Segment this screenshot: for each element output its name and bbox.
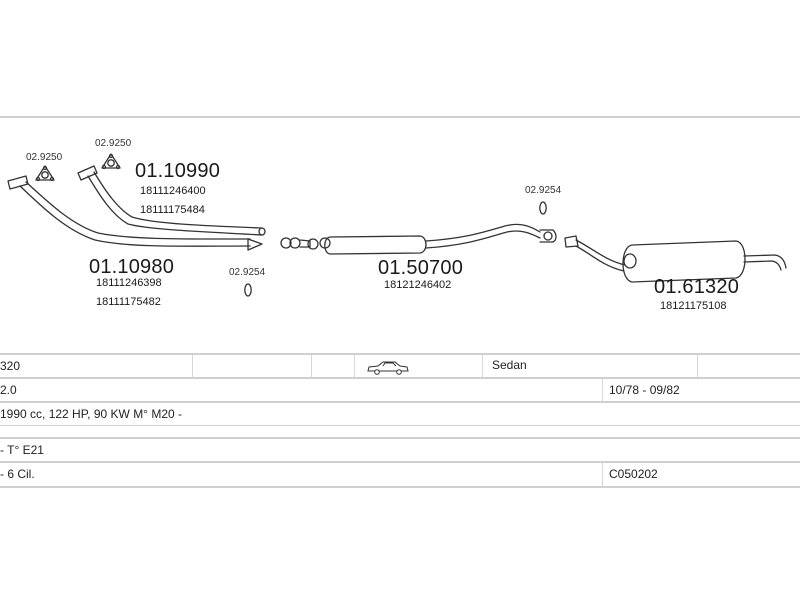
rear-silencer-ref1: 18121175108 [660,300,727,312]
table-top-rule [0,353,800,355]
col-divider-2 [311,355,312,377]
gasket-right-icon [539,201,547,215]
col-divider-4 [482,355,483,377]
table-rule-2 [0,377,800,379]
mid-silencer-number: 01.50700 [378,257,464,279]
pipe-lower-ref1: 18111246398 [96,277,162,289]
pipe-upper-ref2: 18111175484 [140,204,205,216]
sedan-car-icon [367,361,409,375]
clamp-right-icon [101,153,121,170]
clamp-right-label: 02.9250 [95,138,132,149]
engine-spec-cell: 1990 cc, 122 HP, 90 KW M° M20 - [0,407,182,421]
table-rule-6 [0,461,800,463]
col-divider-years [602,379,603,401]
exhaust-system-drawing [7,153,787,297]
model-cell: 320 [0,359,21,373]
clamp-left-label: 02.9250 [26,152,63,163]
body-type-cell: Sedan [492,358,527,372]
top-rule [0,116,800,118]
front-pipe-upper [77,165,266,236]
code-cell: C050202 [609,467,658,481]
clamp-left-icon [35,165,55,182]
col-divider-3 [354,355,355,377]
middle-silencer [280,223,557,255]
rear-silencer [564,235,787,283]
table-rule-4 [0,425,800,426]
rear-silencer-number: 01.61320 [654,276,740,298]
chassis-cell: - T° E21 [0,443,44,457]
table-rule-5 [0,437,800,439]
cylinders-cell: - 6 Cil. [0,467,35,481]
pipe-upper-ref1: 18111246400 [140,185,206,197]
table-rule-3 [0,401,800,403]
pipe-lower-ref2: 18111175482 [96,296,161,308]
col-divider-5 [697,355,698,377]
front-pipe-lower [7,175,263,251]
pipe-upper-number: 01.10990 [135,160,221,182]
pipe-lower-number: 01.10980 [89,256,175,278]
col-divider-1 [192,355,193,377]
col-divider-code [602,463,603,486]
gasket-right-label: 02.9254 [525,185,562,196]
engine-cell: 2.0 [0,383,17,397]
years-cell: 10/78 - 09/82 [609,383,680,397]
mid-silencer-ref1: 18121246402 [384,279,452,291]
table-bottom-rule [0,486,800,488]
gasket-left-icon [244,283,252,297]
gasket-left-label: 02.9254 [229,267,266,278]
